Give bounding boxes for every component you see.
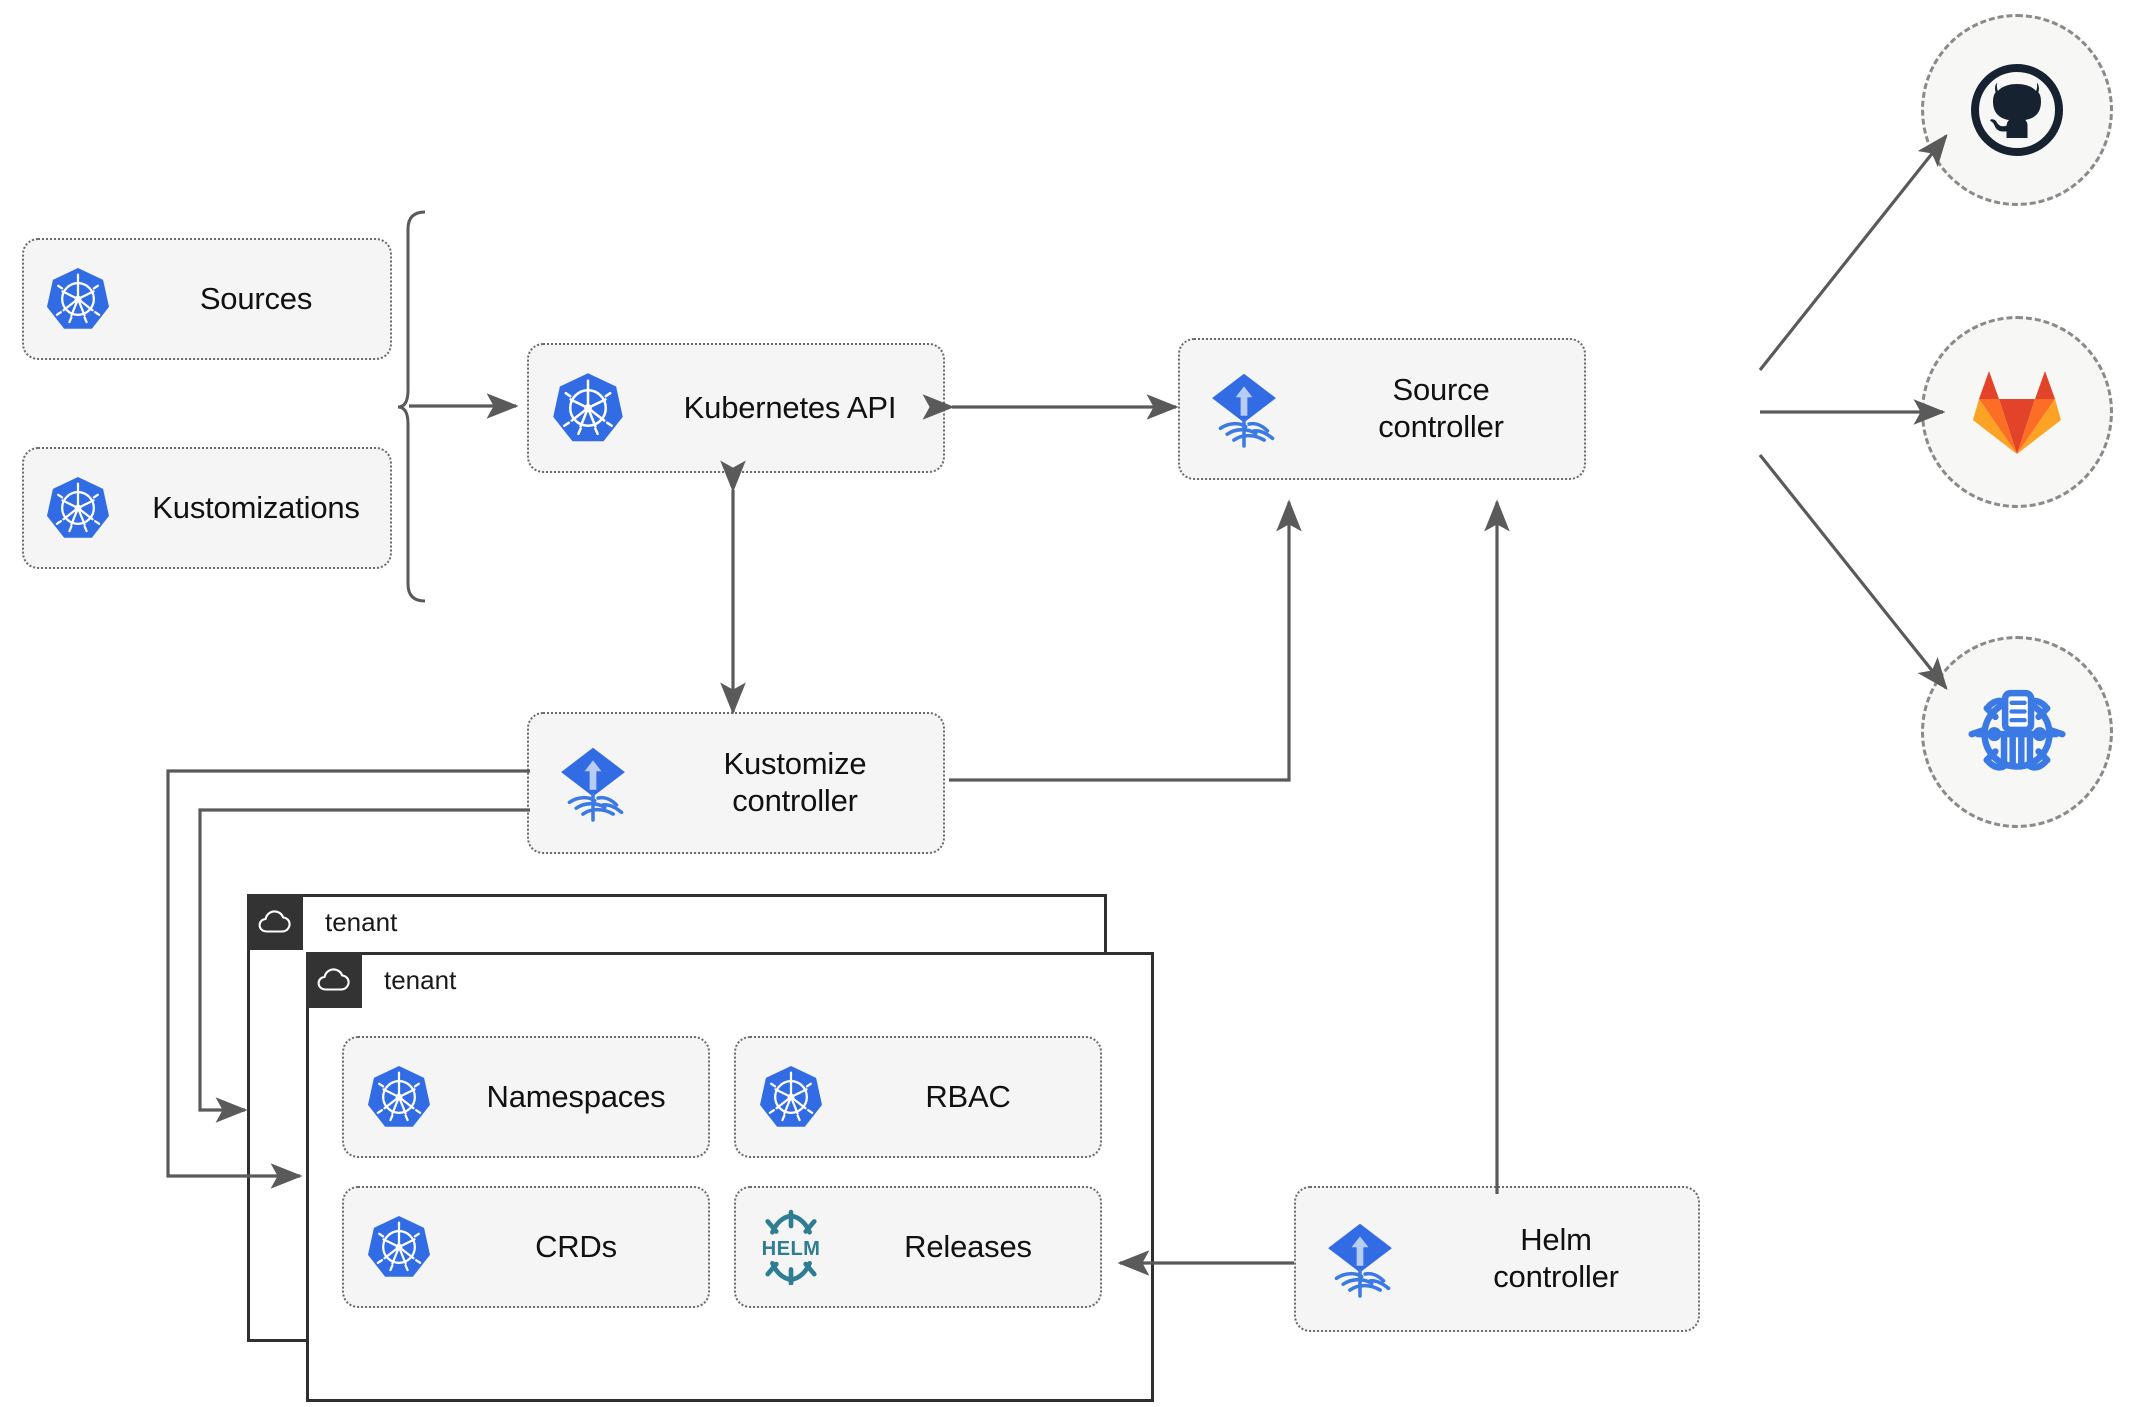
node-crds[interactable]: CRDs [342,1186,710,1308]
cloud-icon [306,952,362,1008]
node-namespaces-label: Namespaces [486,1078,666,1114]
node-helm-controller-line1: Helm [1520,1222,1592,1258]
node-sources[interactable]: Sources [22,238,392,360]
node-kubernetes-api[interactable]: Kubernetes API [527,343,945,473]
flux-icon [1180,367,1308,451]
tenant-label-inner: tenant [384,964,457,995]
external-source-gitlab[interactable] [1921,316,2113,508]
kubernetes-icon [344,1214,454,1280]
node-kustomize-controller-label: Kustomize controller [657,746,943,819]
node-kubernetes-api-label: Kubernetes API [683,389,897,425]
helm-repository-icon [1968,689,2066,771]
node-helm-controller-label: Helm controller [1424,1222,1698,1295]
helm-icon: HELM [736,1209,846,1285]
node-source-controller-line1: Source [1392,372,1490,408]
wire-sourcectrl-github [1758,133,1948,371]
node-kustomizations-label: Kustomizations [152,489,360,525]
external-source-helm-repository[interactable] [1921,636,2113,828]
flux-icon [529,741,657,825]
wire-sourcectrl-helmrepo [1758,454,1948,691]
node-kustomize-controller-line2: controller [732,783,858,818]
kubernetes-icon [736,1064,846,1130]
kubernetes-icon [24,475,132,541]
node-crds-label: CRDs [535,1228,617,1264]
tenant-header-outer: tenant [247,894,397,950]
node-helm-controller[interactable]: Helm controller [1294,1186,1700,1332]
gitlab-icon [1973,371,2061,454]
node-helm-controller-line2: controller [1493,1259,1619,1294]
node-rbac[interactable]: RBAC [734,1036,1102,1158]
kubernetes-icon [24,266,132,332]
kubernetes-icon [529,371,647,445]
external-source-github[interactable] [1921,14,2113,206]
wire-kustomizectrl-sourcectrl [949,499,1302,782]
node-kustomize-controller-line1: Kustomize [723,746,867,782]
node-sources-label: Sources [199,280,313,316]
node-releases[interactable]: HELM Releases [734,1186,1102,1308]
tenant-label-outer: tenant [325,906,398,937]
node-kustomize-controller[interactable]: Kustomize controller [527,712,945,854]
cloud-icon [247,894,303,950]
node-kustomizations[interactable]: Kustomizations [22,447,392,569]
node-source-controller[interactable]: Source controller [1178,338,1586,480]
kubernetes-icon [344,1064,454,1130]
node-source-controller-label: Source controller [1308,372,1584,445]
node-source-controller-line2: controller [1378,409,1504,444]
tenant-header-inner: tenant [306,952,456,1008]
tenant-panel-inner [306,952,1154,1402]
helm-logo-text: HELM [762,1238,821,1260]
group-bracket [397,210,426,603]
node-rbac-label: RBAC [925,1078,1011,1114]
node-namespaces[interactable]: Namespaces [342,1036,710,1158]
node-releases-label: Releases [904,1228,1032,1264]
flux-icon [1296,1217,1424,1301]
github-icon [1971,64,2063,156]
